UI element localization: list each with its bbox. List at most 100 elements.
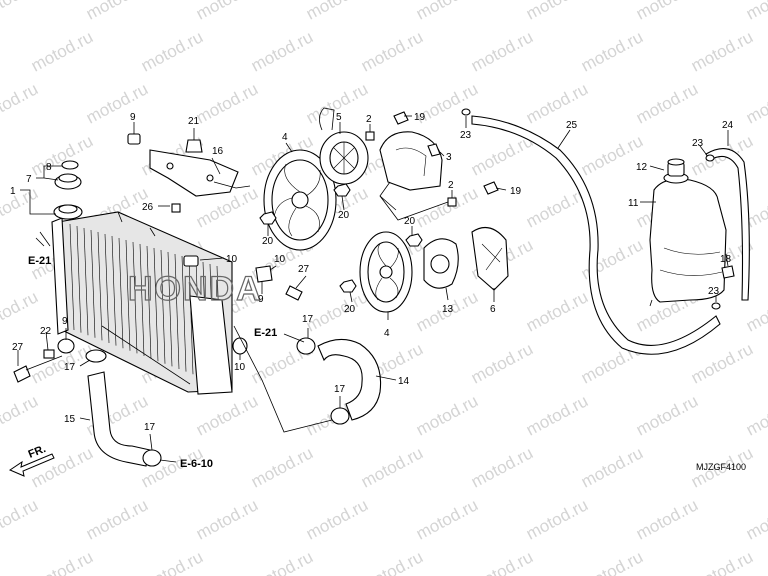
watermark-text: motod.ru bbox=[578, 443, 646, 491]
bolt-26[interactable] bbox=[171, 203, 181, 213]
watermark-text: motod.ru bbox=[743, 495, 768, 543]
callout-7: 7 bbox=[26, 174, 32, 185]
overflow-tube-25[interactable] bbox=[471, 115, 721, 355]
bolt-19-upper[interactable] bbox=[393, 111, 409, 125]
nut-20-fan-upper[interactable] bbox=[333, 183, 351, 197]
watermark-text: motod.ru bbox=[83, 0, 151, 24]
watermark-text: motod.ru bbox=[523, 287, 591, 335]
watermark-text: motod.ru bbox=[413, 495, 481, 543]
watermark-text: motod.ru bbox=[193, 79, 261, 127]
fan-cover-lower[interactable] bbox=[471, 226, 509, 291]
radiator-cap[interactable] bbox=[54, 173, 82, 190]
reserve-tank[interactable] bbox=[649, 178, 727, 307]
callout-5: 5 bbox=[336, 112, 342, 123]
callout-21: 21 bbox=[188, 116, 200, 127]
watermark-text: motod.ru bbox=[303, 495, 371, 543]
watermark-text: motod.ru bbox=[468, 27, 536, 75]
callout-17: 17 bbox=[334, 384, 346, 395]
clamp-3[interactable] bbox=[427, 143, 441, 157]
watermark-text: motod.ru bbox=[193, 495, 261, 543]
grommet-9-top[interactable] bbox=[127, 133, 141, 145]
grommet-21[interactable] bbox=[185, 139, 203, 153]
callout-20: 20 bbox=[338, 210, 350, 221]
watermark-text: motod.ru bbox=[303, 287, 371, 335]
nut-20-lower-b[interactable] bbox=[339, 279, 357, 293]
watermark-text: motod.ru bbox=[193, 391, 261, 439]
callout-4: 4 bbox=[282, 132, 288, 143]
reserve-tank-cap[interactable] bbox=[663, 158, 689, 184]
watermark-text: motod.ru bbox=[523, 0, 591, 24]
callout-19: 19 bbox=[510, 186, 522, 197]
bolt-22[interactable] bbox=[43, 349, 55, 359]
callout-26: 26 bbox=[142, 202, 154, 213]
callout-9: 9 bbox=[62, 316, 68, 327]
ref-e21-left: E-21 bbox=[28, 255, 51, 267]
watermark-text: motod.ru bbox=[743, 391, 768, 439]
watermark-text: motod.ru bbox=[523, 495, 591, 543]
ref-e21-left-arrow bbox=[35, 231, 51, 247]
watermark-text: motod.ru bbox=[138, 27, 206, 75]
watermark-text: motod.ru bbox=[633, 0, 701, 24]
watermark-text: motod.ru bbox=[743, 0, 768, 24]
watermark-text: motod.ru bbox=[193, 0, 261, 24]
grommet-9-low[interactable] bbox=[57, 338, 75, 354]
fan-motor-upper[interactable] bbox=[319, 107, 369, 185]
fan-upper[interactable] bbox=[263, 149, 337, 251]
clamp-17-upper[interactable] bbox=[296, 337, 316, 355]
cap-seal[interactable] bbox=[61, 160, 79, 170]
watermark-text: motod.ru bbox=[0, 391, 41, 439]
breather-tube-24[interactable] bbox=[705, 148, 750, 301]
grommet-9-mid[interactable] bbox=[255, 265, 273, 283]
clip-23-overflow[interactable] bbox=[461, 108, 471, 116]
fan-lower[interactable] bbox=[359, 231, 413, 313]
fan-bracket[interactable] bbox=[149, 149, 251, 197]
fan-motor-lower[interactable] bbox=[423, 238, 459, 289]
leader-lines bbox=[17, 115, 729, 463]
clip-2-lower[interactable] bbox=[447, 197, 457, 207]
callout-17: 17 bbox=[144, 422, 156, 433]
watermark-text: motod.ru bbox=[743, 79, 768, 127]
ref-e21-right: E-21 bbox=[254, 327, 277, 339]
collar-10-right[interactable] bbox=[232, 337, 248, 355]
bolt-18[interactable] bbox=[721, 265, 735, 279]
callout-27: 27 bbox=[298, 264, 310, 275]
callout-8: 8 bbox=[46, 162, 52, 173]
svg-text:HONDA: HONDA bbox=[128, 270, 263, 308]
collar-10-left[interactable] bbox=[183, 255, 199, 267]
callout-2: 2 bbox=[366, 114, 372, 125]
callout-22: 22 bbox=[40, 326, 52, 337]
watermark-text: motod.ru bbox=[0, 183, 41, 231]
callout-numbers: 1 7 8 9 21 16 26 4 5 2 19 23 3 2 19 25 2… bbox=[10, 112, 734, 433]
nut-20-mid[interactable] bbox=[259, 211, 277, 225]
watermark-text: motod.ru bbox=[358, 443, 426, 491]
upper-hose-14[interactable] bbox=[317, 338, 382, 421]
watermark-text: motod.ru bbox=[358, 27, 426, 75]
fan-cover-upper[interactable] bbox=[379, 131, 443, 211]
watermark-text: motod.ru bbox=[0, 287, 41, 335]
watermark-text: motod.ru bbox=[83, 495, 151, 543]
clip-2-upper[interactable] bbox=[365, 131, 375, 141]
callout-16: 16 bbox=[212, 146, 224, 157]
watermark-text: motod.ru bbox=[28, 547, 96, 576]
bolt-27-mid[interactable] bbox=[285, 285, 303, 301]
clip-17-low[interactable] bbox=[85, 349, 107, 363]
watermark-text: motod.ru bbox=[688, 27, 756, 75]
watermark-text: motod.ru bbox=[138, 547, 206, 576]
watermark-text: motod.ru bbox=[28, 131, 96, 179]
callout-25: 25 bbox=[566, 120, 578, 131]
ref-e610: E-6-10 bbox=[180, 458, 213, 470]
nut-20-lower-a[interactable] bbox=[405, 233, 423, 247]
diagram-code: MJZGF4100 bbox=[696, 462, 746, 472]
radiator-cap-neck[interactable] bbox=[53, 204, 83, 220]
watermark-text: motod.ru bbox=[688, 547, 756, 576]
clip-23-breather[interactable] bbox=[705, 154, 715, 162]
clip-23-tank[interactable] bbox=[711, 302, 721, 310]
watermark-text: motod.ru bbox=[468, 443, 536, 491]
watermark-text: motod.ru bbox=[578, 27, 646, 75]
callout-20: 20 bbox=[344, 304, 356, 315]
bolt-27-low[interactable] bbox=[13, 355, 63, 383]
clamp-17-lower[interactable] bbox=[142, 449, 162, 467]
bolt-19-lower[interactable] bbox=[483, 181, 499, 195]
honda-logo: HONDA bbox=[127, 269, 263, 308]
clamp-17-mid[interactable] bbox=[330, 407, 350, 425]
